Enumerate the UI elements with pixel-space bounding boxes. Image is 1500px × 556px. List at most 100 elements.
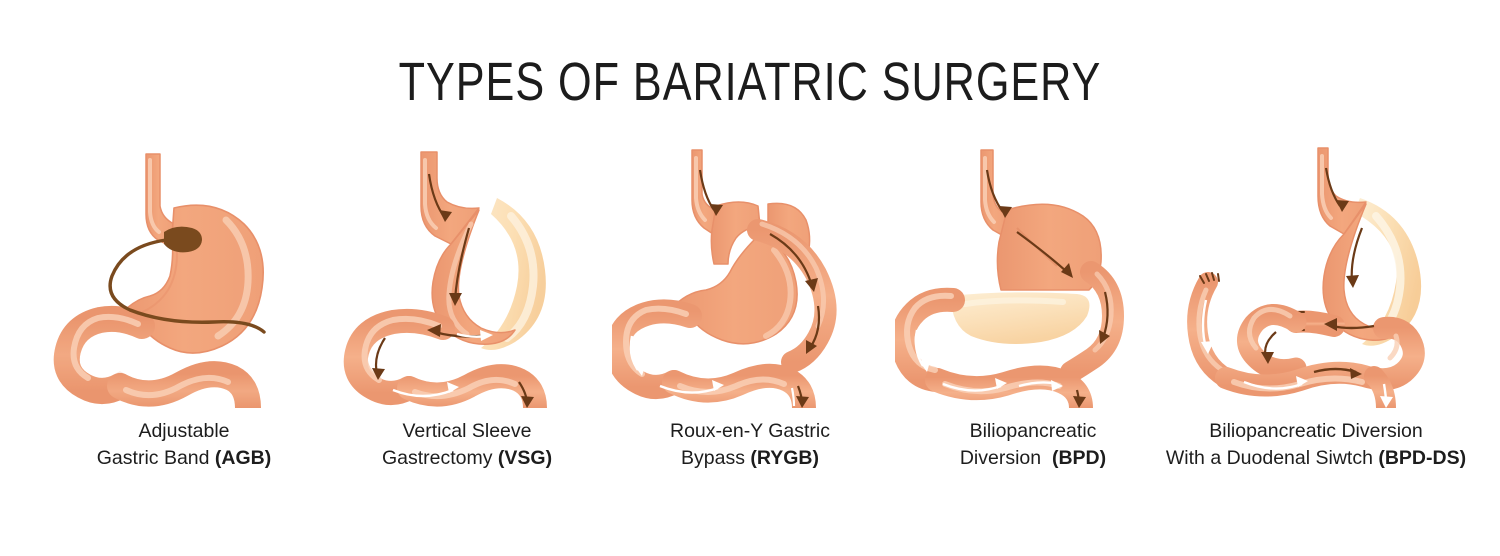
caption-line-2: Bypass (RYGB): [670, 445, 830, 472]
bypassed-stomach-highlight: [763, 247, 794, 339]
procedure-panel-vsg[interactable]: Vertical Sleeve Gastrectomy (VSG): [329, 140, 605, 472]
juice-arrow-common: [1243, 380, 1303, 390]
removed-portion-highlight: [503, 212, 538, 342]
food-arrow-head-2: [805, 278, 818, 292]
juice-arrow-head-1: [634, 362, 646, 376]
biliopancreatic-limb-group: [1187, 272, 1236, 388]
procedure-panels: Adjustable Gastric Band (AGB): [0, 140, 1500, 490]
bp-limb-highlight: [1196, 287, 1225, 373]
caption-abbr: (BPD): [1051, 447, 1107, 469]
food-arrow-head-5: [1350, 368, 1362, 379]
food-arrow-head-1: [439, 210, 452, 222]
juice-arrow-head-bp: [1201, 341, 1214, 354]
food-arrow-head-2: [449, 293, 462, 306]
illustration-roux-en-y-gastric-bypass: [612, 140, 888, 408]
caption-abbr: (BPD-DS): [1378, 447, 1467, 469]
intestine-highlight-1: [622, 305, 689, 377]
food-arrow-head-1: [1336, 200, 1349, 212]
food-arrow-roux: [769, 233, 814, 287]
caption-agb: Adjustable Gastric Band (AGB): [97, 418, 271, 472]
stomach-highlight: [214, 216, 252, 340]
adjustable-band-group: [108, 226, 266, 334]
illustration-adjustable-gastric-band: [46, 140, 322, 408]
adjustable-band: [164, 226, 202, 253]
juice-arrow-exit: [790, 387, 796, 407]
food-arrow-head-1: [999, 206, 1012, 218]
food-arrow-head-3: [1099, 330, 1110, 344]
caption-text: Gastric Band: [96, 447, 215, 469]
roux-limb-highlight: [759, 221, 826, 329]
procedure-panel-agb[interactable]: Adjustable Gastric Band (AGB): [46, 140, 322, 472]
food-arrow-head-3: [1324, 318, 1337, 331]
juice-arrow-2: [659, 384, 719, 394]
removed-stomach-group-bpd: [951, 292, 1090, 344]
juice-arrow-head-1: [480, 330, 493, 341]
food-arrow-head-exit: [1380, 396, 1393, 408]
caption-bpd-ds: Biliopancreatic Diversion With a Duodena…: [1166, 418, 1466, 472]
esophagus-highlight: [1320, 154, 1333, 220]
removed-portion-highlight: [962, 297, 1066, 307]
illustration-biliopancreatic-diversion-duodenal-switch: [1178, 140, 1454, 408]
flow-arrows-rygb: [629, 169, 821, 408]
flow-arrows-vsg: [372, 173, 534, 408]
caption-abbr: (VSG): [497, 447, 553, 469]
caption-text: Gastrectomy: [381, 447, 498, 469]
caption-text: Bypass: [681, 447, 751, 469]
caption-line-2: Diversion (BPD): [960, 445, 1106, 472]
alimentary-loop-group: [1237, 304, 1307, 381]
food-arrow-head-2: [1061, 263, 1073, 278]
esophagus-highlight: [148, 158, 161, 234]
band-tubing: [108, 238, 266, 334]
esophagus-highlight: [983, 156, 996, 224]
flow-arrows-ds: [1201, 167, 1393, 408]
juice-arrow-head-2: [712, 380, 724, 391]
jejunum: [397, 364, 547, 408]
removed-stomach-portion: [951, 292, 1090, 344]
common-channel-highlight-2: [1387, 333, 1400, 361]
intestine-highlight-2: [677, 376, 787, 395]
page-title: TYPES OF BARIATRIC SURGERY: [398, 52, 1102, 112]
caption-text: With a Duodenal Siwtch: [1165, 447, 1379, 469]
caption-line-1: Roux-en-Y Gastric: [669, 420, 831, 442]
procedure-panel-bpd-ds[interactable]: Biliopancreatic Diversion With a Duodena…: [1166, 140, 1466, 472]
removed-stomach-group: [481, 198, 546, 350]
caption-abbr: (RYGB): [750, 447, 819, 469]
intestine-highlight-1: [70, 313, 141, 381]
juice-arrow-head-1: [919, 358, 931, 372]
sleeve-stomach-group: [420, 151, 516, 345]
food-arrow-stomach: [1016, 231, 1068, 273]
juice-arrow-head-common: [1296, 376, 1308, 387]
procedure-panel-rygb[interactable]: Roux-en-Y Gastric Bypass (RYGB): [612, 140, 888, 472]
food-arrow-head-3: [427, 324, 441, 337]
esophagus-highlight: [694, 156, 707, 222]
food-arrow-head-4: [521, 396, 534, 408]
food-arrow-head-1: [710, 204, 723, 216]
intestine-highlight-2: [123, 374, 231, 399]
gastric-pouch: [710, 201, 761, 265]
sleeve-body-highlight: [446, 221, 474, 337]
juice-arrow-3: [392, 388, 454, 398]
juice-arrow-head-2: [372, 368, 385, 380]
food-arrow-head-4: [796, 396, 809, 408]
juice-arrow-2: [942, 382, 1002, 392]
alimentary-loop: [1237, 304, 1307, 381]
duodenum: [895, 287, 965, 392]
caption-line-1: Biliopancreatic Diversion: [1209, 420, 1423, 442]
caption-line-1: Adjustable: [138, 420, 230, 442]
caption-line-2: Gastric Band (AGB): [97, 445, 271, 472]
intestine-highlight-1: [361, 315, 442, 383]
caption-vsg: Vertical Sleeve Gastrectomy (VSG): [382, 418, 552, 472]
upper-stomach-pouch: [996, 203, 1102, 291]
stomach-inner-shadow: [137, 239, 178, 315]
juice-arrow-head-3: [447, 382, 459, 393]
staple-line-cut-end: [1199, 272, 1220, 284]
caption-bpd: Biliopancreatic Diversion (BPD): [960, 418, 1106, 472]
caption-line-1: Biliopancreatic: [969, 420, 1097, 442]
food-arrow-head-3: [806, 340, 817, 354]
sleeve-highlight: [423, 158, 438, 230]
alimentary-loop-highlight: [1247, 307, 1293, 351]
duodenum: [612, 299, 702, 399]
procedure-panel-bpd[interactable]: Biliopancreatic Diversion (BPD): [895, 140, 1171, 472]
gastric-pouch-group: [691, 149, 761, 265]
